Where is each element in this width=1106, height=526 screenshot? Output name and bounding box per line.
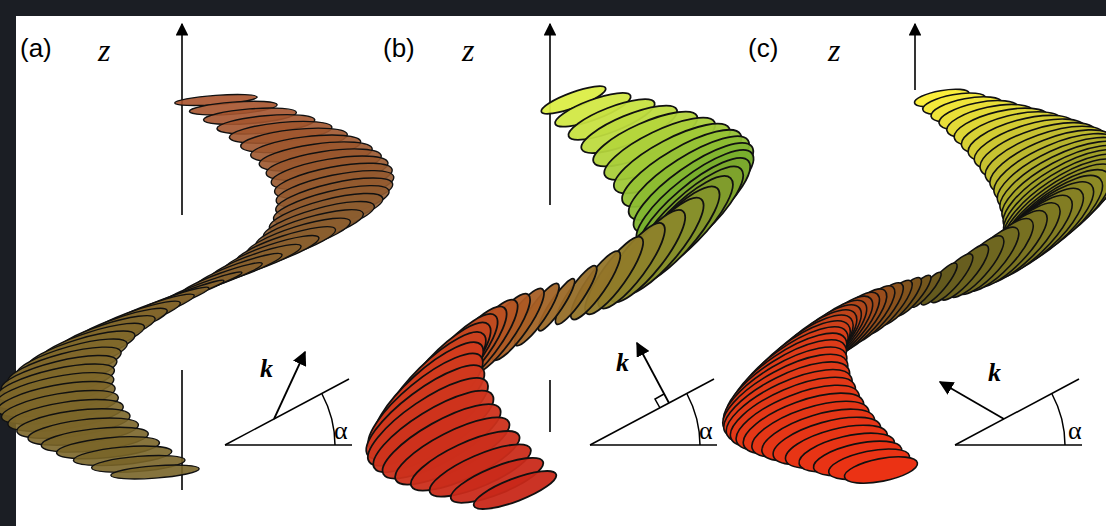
z-axis <box>181 24 183 215</box>
axis-label: z <box>462 34 474 66</box>
horizontal-line <box>955 444 1082 446</box>
k-vector <box>940 382 1004 419</box>
angle-label: α <box>699 418 713 444</box>
helix-c <box>712 86 1106 488</box>
k-vector <box>274 352 305 419</box>
horizontal-line <box>590 444 717 446</box>
angle-label: α <box>334 418 348 444</box>
z-axis <box>549 380 551 432</box>
director-disk <box>470 464 560 517</box>
axis-label: z <box>98 34 110 66</box>
horizontal-line <box>225 444 352 446</box>
panel-label: (b) <box>383 35 415 61</box>
vector-label: k <box>616 350 629 376</box>
inclined-line <box>955 379 1079 445</box>
angle-arc <box>1052 394 1065 445</box>
helix-b <box>355 81 766 516</box>
z-axes <box>182 24 915 490</box>
panel-label: (c) <box>748 35 778 61</box>
panel-label: (a) <box>20 35 52 61</box>
vector-label: k <box>260 356 273 382</box>
angle-arc <box>687 394 700 445</box>
z-axis <box>914 24 916 90</box>
angle-label: α <box>1068 418 1082 444</box>
vector-label: k <box>988 360 1001 386</box>
angle-arc <box>322 394 335 445</box>
helix-a <box>0 92 397 481</box>
axis-label: z <box>828 34 840 66</box>
k-vector <box>637 343 669 403</box>
director-disk <box>842 452 919 488</box>
angle-insets <box>225 343 1082 445</box>
inclined-line <box>590 379 714 445</box>
right-angle-mark <box>655 394 664 408</box>
director-disk <box>110 463 199 482</box>
